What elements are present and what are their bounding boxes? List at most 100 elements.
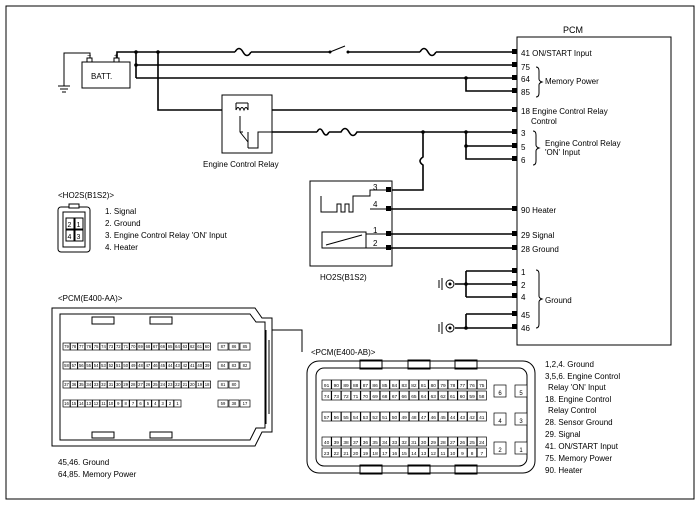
pcm-aa-pin-cell xyxy=(70,361,78,370)
pcm-aa-pin-label: 55 xyxy=(86,363,91,368)
battery xyxy=(81,61,131,89)
pcm-aa-side-pin-label: 80 xyxy=(232,382,237,387)
pcm-ab-pin-label: 16 xyxy=(392,451,398,457)
pcm-ab-pin-cell xyxy=(467,390,478,401)
pcm-aa-pin-label: 26 xyxy=(146,382,151,387)
pcm-ab-pin-cell xyxy=(476,379,487,390)
ho2s-cell xyxy=(74,217,84,230)
pcm-aa-pin-cell xyxy=(136,361,145,370)
pcm-ab-pin-label: 38 xyxy=(343,440,349,446)
pcm-aa-pin-label: 18 xyxy=(205,382,210,387)
pcm-ab-pin-cell xyxy=(321,436,332,447)
pcm-aa-pin-cell xyxy=(114,361,123,370)
wire-relay-out-b xyxy=(329,127,512,137)
pcm-ab-pin-label: 72 xyxy=(343,394,349,400)
pcm-aa-pin-label: 60 xyxy=(205,344,210,349)
ho2s-legend-4: 4. Heater xyxy=(105,243,138,252)
pcm-ab-pin-label: 57 xyxy=(324,415,330,421)
junction-i xyxy=(464,326,468,330)
pcm-aa-pin-cell xyxy=(121,342,130,351)
pcm-ab-pin-cell xyxy=(399,447,410,458)
ho2s-cell xyxy=(74,229,84,242)
legend-line: 29. Signal xyxy=(545,430,581,439)
ho2s-cell-label: 2 xyxy=(68,222,72,229)
pcm-ab-pin-cell xyxy=(360,379,371,390)
pcm-aa-side-pin-cell xyxy=(228,380,240,389)
pcm-aa-pin-cell xyxy=(166,361,174,370)
pcm-ab-pin-cell xyxy=(370,390,381,401)
pcm-aa-pin-cell xyxy=(99,361,108,370)
pcm-ab-pin-label: 59 xyxy=(469,394,475,400)
pcm-ab-pin-cell xyxy=(408,447,419,458)
pcm-ab-pin-cell xyxy=(389,447,400,458)
legend-line: 90. Heater xyxy=(545,466,583,475)
pcm-aa-pin-label: 71 xyxy=(123,344,128,349)
pcm-aa-pin-label: 12 xyxy=(94,401,99,406)
pcm-ab-pin-cell xyxy=(360,390,371,401)
junction-g xyxy=(421,130,425,134)
pcm-aa-pin-cell xyxy=(181,361,189,370)
battery-label: BATT. xyxy=(91,72,112,81)
pcm-aa-pin-cell xyxy=(151,399,160,408)
pcm-ab-side-pin-cell xyxy=(493,441,507,455)
pcm-ab-pin-label: 46 xyxy=(431,415,437,421)
pcm-ab-pin-label: 61 xyxy=(450,394,456,400)
pcm-aa-pin-label: 32 xyxy=(101,382,106,387)
pcm-ab-pin-label: 19 xyxy=(363,451,369,457)
pcm-aa-pin-cell xyxy=(84,380,93,389)
pcm-ab-pin-cell xyxy=(467,447,478,458)
ho2s-cell-label: 3 xyxy=(77,234,81,241)
relay-contact xyxy=(239,116,249,148)
pcm-aa-pin-label: 6 xyxy=(139,401,142,406)
pcm-aa-pin-cell xyxy=(158,380,167,389)
pcm-aa-pin-label: 22 xyxy=(175,382,180,387)
ignition-switch xyxy=(329,45,346,53)
pcm-aa-pin-label: 76 xyxy=(86,344,91,349)
pcm-aa-pin-cell xyxy=(151,342,160,351)
relay-on-label-1: Engine Control Relay xyxy=(545,139,621,148)
pcm-ab-pin-label: 12 xyxy=(431,451,437,457)
relay-coil xyxy=(235,102,249,112)
sensor-pin-2: 2 xyxy=(373,239,378,248)
pcm-ab-pin-label: 83 xyxy=(402,383,408,389)
pcm-aa-pin-cell xyxy=(92,380,100,389)
switch-node-b xyxy=(346,50,350,54)
pcm-aa-pin-cell xyxy=(121,361,130,370)
pcm-ab-pin-cell xyxy=(438,390,448,401)
pcm-ab-pin-cell xyxy=(379,447,390,458)
ho2s-legend-2: 2. Ground xyxy=(105,219,141,228)
pcm-aa-pin-cell xyxy=(173,342,182,351)
ground-symbol-1 xyxy=(438,278,443,290)
junction-d xyxy=(156,50,160,54)
relay-label: Engine Control Relay xyxy=(203,160,279,169)
pcm-ab-side-pin-cell xyxy=(493,412,507,426)
pcm-ab-pin-label: 9 xyxy=(461,451,464,457)
pcm-aa-pin-label: 54 xyxy=(94,363,99,368)
pcm-ab-pin-label: 47 xyxy=(421,415,427,421)
pcm-pin-28: 28 Ground xyxy=(521,245,559,254)
pcm-aa-pin-cell xyxy=(107,361,115,370)
ground-point-1-dot xyxy=(448,282,452,286)
pcm-ab-pin-cell xyxy=(428,379,439,390)
pcm-aa-pin-cell xyxy=(195,342,204,351)
pcm-aa-pin-label: 29 xyxy=(123,382,128,387)
pcm-ab-pin-label: 56 xyxy=(334,415,340,421)
pcm-ab-pin-label: 13 xyxy=(421,451,427,457)
pcm-aa-pin-cell xyxy=(92,399,100,408)
pcm-ab-legend: 1,2,4. Ground 3,5,6. Engine Control Rela… xyxy=(545,360,620,475)
pcm-ab-pin-cell xyxy=(389,411,400,422)
pcm-aa-pin-cell xyxy=(158,361,167,370)
pcm-aa-pin-cell xyxy=(136,342,145,351)
pcm-ab-pin-label: 27 xyxy=(450,440,456,446)
pcm-aa-pin-label: 13 xyxy=(86,401,91,406)
pcm-ab-pin-cell xyxy=(350,436,361,447)
pcm-aa-pin-label: 51 xyxy=(116,363,121,368)
ho2s-sensor xyxy=(309,180,393,267)
legend-line: 75. Memory Power xyxy=(545,454,612,463)
pcm-ab-pin-label: 73 xyxy=(334,394,340,400)
legend-line: 3,5,6. Engine Control xyxy=(545,372,620,381)
pcm-aa-pin-label: 30 xyxy=(116,382,121,387)
pcm-pin-85: 85 xyxy=(521,88,530,97)
pcm-pin-labels: 41 ON/START Input 75 64 85 18 Engine Con… xyxy=(521,49,608,333)
pcm-aa-side-pin-label: 83 xyxy=(232,363,237,368)
